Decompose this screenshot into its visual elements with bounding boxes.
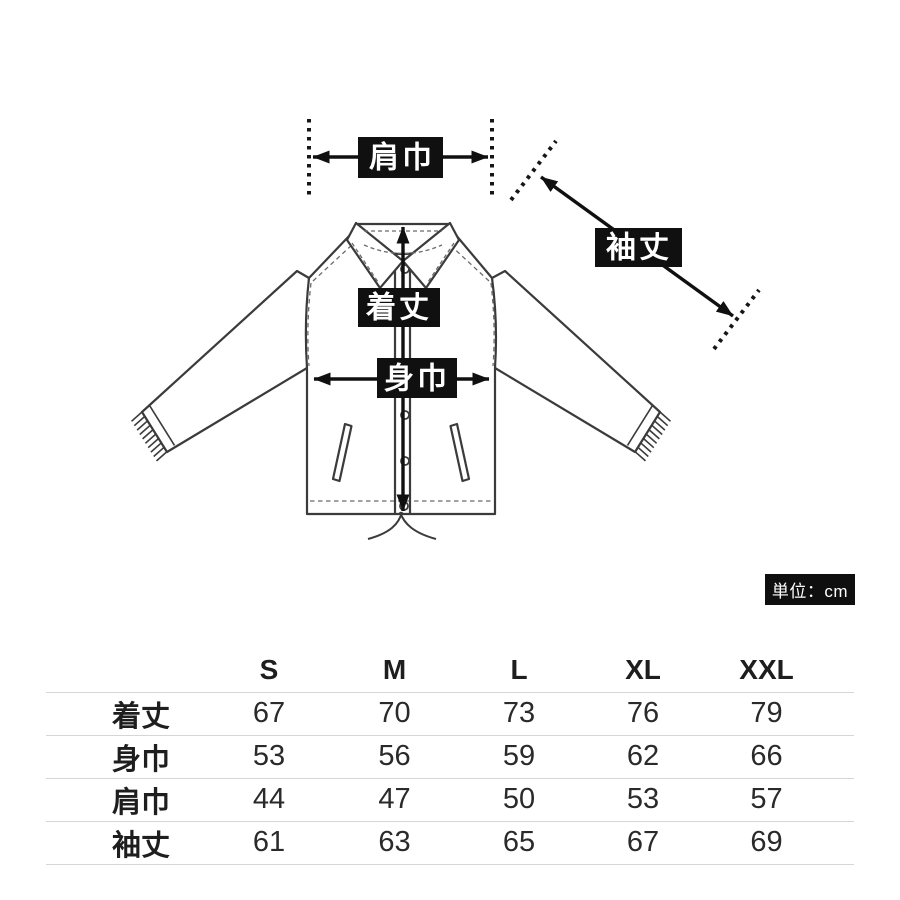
size-value-cell: 47 (378, 783, 411, 815)
label-box (358, 137, 443, 178)
extension-line (509, 139, 558, 202)
label-box (595, 228, 682, 267)
size-value-cell: 53 (252, 740, 286, 772)
size-value-cell: 44 (252, 783, 286, 815)
hem-drawstring (367, 511, 437, 540)
sleeve-length-annotation: 袖丈 (509, 139, 761, 351)
size-col-header: XXL (739, 654, 794, 686)
table-row: 肩巾 44 47 50 53 57 (46, 778, 854, 821)
size-value-cell: 73 (502, 697, 536, 729)
measure-row-label: 肩巾 (111, 786, 170, 819)
body-width-annotation: 身巾 (313, 358, 490, 398)
size-value-cell: 70 (378, 697, 411, 729)
left-sleeve (140, 269, 311, 454)
size-value-cell: 61 (252, 826, 286, 858)
right-pocket (449, 422, 471, 483)
table-row: 着丈 67 70 73 76 79 (46, 692, 854, 735)
body-length-annotation: 着丈 (358, 226, 440, 512)
label-box (358, 288, 440, 327)
size-value-cell: 50 (502, 783, 536, 815)
right-cuff-ribbing (626, 404, 672, 462)
size-value-cell: 79 (750, 697, 783, 729)
size-value-cell: 67 (626, 826, 660, 858)
size-value-cell: 59 (502, 740, 536, 772)
size-value-cell: 66 (750, 740, 783, 772)
extension-line (712, 288, 761, 351)
label-text: 袖丈 (606, 231, 672, 265)
label-text: 身巾 (384, 363, 450, 396)
size-col-header: XL (625, 654, 661, 686)
size-col-header: L (510, 654, 528, 686)
label-text: 着丈 (366, 291, 432, 325)
size-col-header: S (259, 654, 279, 686)
size-value-cell: 67 (252, 697, 286, 729)
size-table-header-row: S M L XL XXL (46, 649, 854, 692)
shoulder-width-annotation: 肩巾 (307, 119, 494, 195)
size-value-cell: 62 (626, 740, 660, 772)
left-pocket (331, 422, 353, 483)
label-box (377, 358, 457, 398)
size-value-cell: 76 (626, 697, 660, 729)
measure-row-label: 身巾 (111, 743, 170, 776)
right-sleeve (490, 269, 662, 454)
size-value-cell: 57 (750, 783, 783, 815)
size-value-cell: 63 (378, 826, 411, 858)
table-row: 袖丈 61 63 65 67 69 (46, 821, 854, 864)
size-value-cell: 65 (502, 826, 536, 858)
size-col-header: M (382, 654, 407, 686)
size-table-corner (46, 649, 206, 692)
table-row: 身巾 53 56 59 62 66 (46, 735, 854, 778)
measure-row-label: 着丈 (111, 700, 170, 733)
left-cuff-ribbing (130, 404, 176, 462)
size-table: S M L XL XXL 着丈 67 70 73 76 79 身巾 53 56 … (46, 649, 854, 865)
size-value-cell: 53 (626, 783, 660, 815)
size-value-cell: 56 (378, 740, 411, 772)
size-value-cell: 69 (750, 826, 783, 858)
measure-row-label: 袖丈 (111, 829, 170, 862)
label-text: 肩巾 (369, 141, 435, 175)
unit-badge: 単位：cm (765, 574, 855, 605)
